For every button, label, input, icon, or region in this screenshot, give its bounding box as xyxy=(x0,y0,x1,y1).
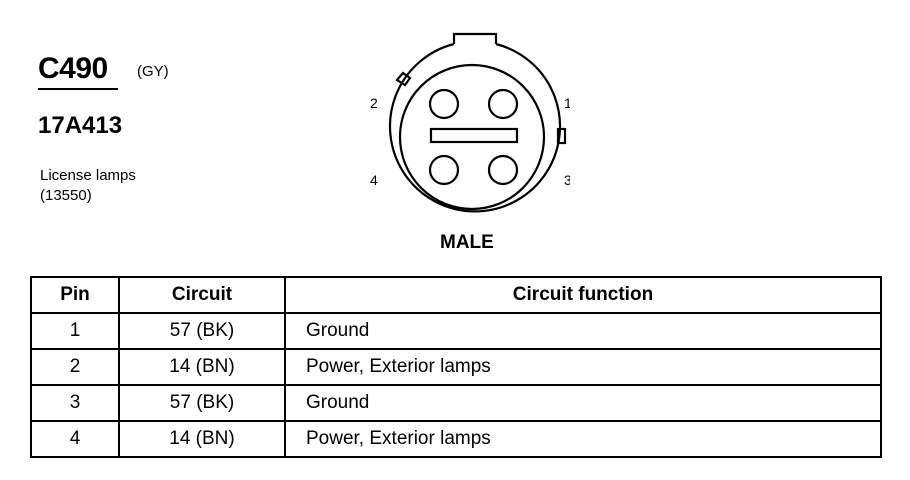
pin-label-4: 4 xyxy=(370,172,378,188)
row-function: Power, Exterior lamps xyxy=(284,348,882,386)
connector-color-code: (GY) xyxy=(137,63,169,80)
pin-table: Pin Circuit Circuit function 1 57 (BK) G… xyxy=(30,276,882,458)
connector-left-key xyxy=(395,71,412,87)
connector-id-underline xyxy=(38,88,118,90)
header-pin: Pin xyxy=(30,276,120,314)
description-line-2: (13550) xyxy=(40,187,92,204)
row-pin: 3 xyxy=(30,384,120,422)
row-pin: 2 xyxy=(30,348,120,386)
table-row: 3 57 (BK) Ground xyxy=(30,384,882,422)
connector-gender-label: MALE xyxy=(440,232,494,253)
connector-top-latch xyxy=(452,32,498,44)
row-pin: 4 xyxy=(30,420,120,458)
row-circuit: 14 (BN) xyxy=(118,348,286,386)
pin-label-1: 1 xyxy=(564,95,570,111)
pin-cavity-4 xyxy=(428,154,460,186)
table-row: 2 14 (BN) Power, Exterior lamps xyxy=(30,348,882,386)
part-number: 17A413 xyxy=(38,112,123,139)
header-circuit: Circuit xyxy=(118,276,286,314)
row-function: Ground xyxy=(284,312,882,350)
pin-cavity-3 xyxy=(487,154,519,186)
connector-right-key xyxy=(556,127,567,145)
pin-label-3: 3 xyxy=(564,172,570,188)
connector-outer-shell xyxy=(388,42,562,213)
connector-description: License lamps (13550) xyxy=(40,166,136,206)
pin-label-2: 2 xyxy=(370,95,378,111)
pin-cavity-2 xyxy=(428,88,460,120)
row-pin: 1 xyxy=(30,312,120,350)
connector-id: C490 xyxy=(38,52,108,85)
connector-face-diagram: 2 1 4 3 xyxy=(370,32,570,213)
pin-table-header-row: Pin Circuit Circuit function xyxy=(30,276,882,314)
connector-center-bar xyxy=(429,127,519,144)
header-circuit-function: Circuit function xyxy=(284,276,882,314)
table-row: 1 57 (BK) Ground xyxy=(30,312,882,350)
row-circuit: 57 (BK) xyxy=(118,384,286,422)
table-row: 4 14 (BN) Power, Exterior lamps xyxy=(30,420,882,458)
row-function: Ground xyxy=(284,384,882,422)
description-line-1: License lamps xyxy=(40,167,136,184)
pin-cavity-1 xyxy=(487,88,519,120)
row-function: Power, Exterior lamps xyxy=(284,420,882,458)
connector-inner-ring xyxy=(398,63,546,211)
row-circuit: 57 (BK) xyxy=(118,312,286,350)
row-circuit: 14 (BN) xyxy=(118,420,286,458)
